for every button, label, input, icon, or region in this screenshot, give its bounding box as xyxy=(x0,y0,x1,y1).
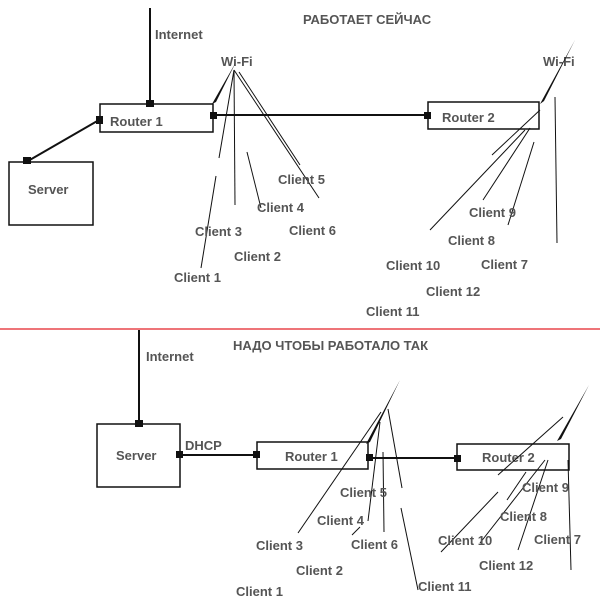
bottom-client-9: Client 9 xyxy=(522,480,569,495)
top-server xyxy=(8,161,94,226)
bottom-client-10: Client 10 xyxy=(438,533,492,548)
top-server-link xyxy=(27,119,100,162)
top-router-2-label: Router 2 xyxy=(442,110,495,125)
top-client-10: Client 10 xyxy=(386,258,440,273)
top-wifi-1-label: Wi-Fi xyxy=(221,54,253,69)
top-router-1-port-internet xyxy=(146,100,154,107)
bottom-router-2-label: Router 2 xyxy=(482,450,535,465)
top-router-2 xyxy=(427,101,540,130)
top-server-label: Server xyxy=(28,182,68,197)
top-internet-label: Internet xyxy=(155,27,203,42)
bottom-router-1-label: Router 1 xyxy=(285,449,338,464)
bottom-wifi-2-rays xyxy=(440,416,572,571)
bottom-server-port-lan xyxy=(176,451,183,458)
bottom-client-6: Client 6 xyxy=(351,537,398,552)
bottom-server-port-internet xyxy=(135,420,143,427)
bottom-client-7: Client 7 xyxy=(534,532,581,547)
bottom-client-11: Client 11 xyxy=(418,579,471,594)
bottom-router-1-port-in xyxy=(253,451,260,458)
top-router-1-antenna xyxy=(212,62,236,104)
bottom-router-2-port xyxy=(454,455,461,462)
bottom-router-1-port-lan xyxy=(366,454,373,461)
top-router-1-port-server xyxy=(96,116,103,124)
bottom-client-8: Client 8 xyxy=(500,509,547,524)
bottom-title: НАДО ЧТОБЫ РАБОТАЛО ТАК xyxy=(233,338,428,353)
top-router-2-antenna xyxy=(540,40,575,104)
top-client-5: Client 5 xyxy=(278,172,325,187)
bottom-router-2 xyxy=(456,443,570,471)
top-title: РАБОТАЕТ СЕЙЧАС xyxy=(303,12,432,27)
bottom-wifi-1-rays xyxy=(297,408,419,591)
top-wifi-1-rays xyxy=(200,69,320,269)
top-router-1-label: Router 1 xyxy=(110,114,163,129)
bottom-client-3: Client 3 xyxy=(256,538,303,553)
bottom-router-2-antenna xyxy=(557,385,589,441)
top-client-8: Client 8 xyxy=(448,233,495,248)
top-server-port xyxy=(23,157,31,164)
top-client-3: Client 3 xyxy=(195,224,242,239)
top-wifi-2-rays xyxy=(429,96,558,244)
bottom-client-5: Client 5 xyxy=(340,485,387,500)
top-client-7: Client 7 xyxy=(481,257,528,272)
top-router-1-port-lan xyxy=(210,112,217,119)
bottom-server-label: Server xyxy=(116,448,156,463)
bottom-dhcp-label: DHCP xyxy=(185,438,222,453)
top-client-6: Client 6 xyxy=(289,223,336,238)
bottom-client-4: Client 4 xyxy=(317,513,365,528)
top-client-12: Client 12 xyxy=(426,284,480,299)
bottom-client-1: Client 1 xyxy=(236,584,283,599)
top-client-1: Client 1 xyxy=(174,270,221,285)
bottom-internet-label: Internet xyxy=(146,349,194,364)
bottom-client-2: Client 2 xyxy=(296,563,343,578)
top-client-2: Client 2 xyxy=(234,249,281,264)
top-client-11: Client 11 xyxy=(366,304,419,319)
bottom-router-1-antenna xyxy=(366,380,400,444)
top-client-4: Client 4 xyxy=(257,200,305,215)
top-router-2-port xyxy=(424,112,431,119)
top-client-9: Client 9 xyxy=(469,205,516,220)
bottom-client-12: Client 12 xyxy=(479,558,533,573)
top-wifi-2-label: Wi-Fi xyxy=(543,54,575,69)
